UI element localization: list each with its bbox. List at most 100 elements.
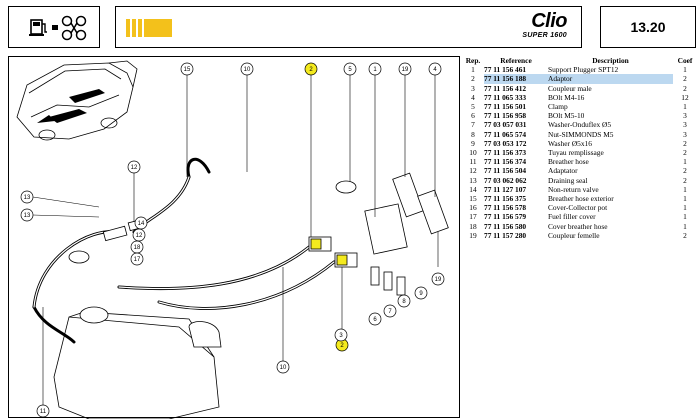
- logo-word: Clio: [531, 10, 567, 32]
- cell-reference: 77 11 156 579: [484, 212, 527, 222]
- parts-table: Rep. Reference Description Coef 1 77 11 1…: [462, 56, 698, 240]
- callout-12: 12: [132, 228, 146, 242]
- cell-description: Clamp: [548, 102, 568, 112]
- cell-description: Washer Ø5x16: [548, 138, 592, 148]
- cell-reference: 77 11 156 501: [484, 102, 527, 112]
- callout-label: 10: [280, 365, 287, 371]
- cell-reference: 77 11 156 188: [484, 74, 548, 84]
- callout-18: 18: [130, 240, 144, 254]
- cell-coef: 2: [683, 175, 687, 185]
- cell-coef: 3: [683, 111, 687, 121]
- callout-label: 4: [433, 67, 437, 73]
- callout-12: 12: [127, 160, 141, 174]
- cell-reference: 77 11 156 412: [484, 83, 527, 93]
- callout-1: 1: [368, 62, 382, 76]
- callout-13: 13: [20, 208, 34, 222]
- cell-reference: 77 11 156 958: [484, 111, 527, 121]
- cell-rep: 6: [471, 111, 475, 121]
- cell-coef: 2: [683, 83, 687, 93]
- page-number: 13.20: [600, 6, 696, 48]
- cell-reference: 77 03 062 062: [484, 175, 527, 185]
- table-header: Rep. Reference Description Coef: [462, 56, 698, 65]
- callout-19: 19: [431, 272, 445, 286]
- callout-label: 13: [24, 195, 31, 201]
- cell-rep: 8: [471, 129, 475, 139]
- cell-coef: 2: [683, 166, 687, 176]
- table-row[interactable]: 5 77 11 156 501 Clamp 1: [462, 102, 698, 111]
- cell-rep: 1: [471, 65, 475, 75]
- cell-coef: 12: [681, 92, 689, 102]
- callout-label: 11: [40, 409, 47, 415]
- cell-rep: 5: [471, 102, 475, 112]
- callout-label: 7: [388, 309, 392, 315]
- cell-reference: 77 11 156 461: [484, 65, 527, 75]
- callout-19: 19: [398, 62, 412, 76]
- callout-10: 10: [276, 360, 290, 374]
- cell-rep: 18: [469, 221, 477, 231]
- callout-label: 19: [435, 277, 442, 283]
- cell-coef: 1: [683, 157, 687, 167]
- cell-reference: 77 11 156 373: [484, 148, 527, 158]
- cell-coef: 3: [683, 129, 687, 139]
- header-description: Description: [592, 56, 629, 65]
- cell-coef: 1: [683, 212, 687, 222]
- hose-connector-icon: [61, 15, 87, 41]
- cell-coef: 1: [683, 184, 687, 194]
- callout-6: 6: [368, 312, 382, 326]
- cell-description: Breather hose: [548, 157, 589, 167]
- callout-label: 6: [373, 317, 377, 323]
- cell-coef: 1: [683, 102, 687, 112]
- callout-3: 3: [334, 328, 348, 342]
- header-reference: Reference: [500, 56, 532, 65]
- cell-description: BOlt M4-16: [548, 92, 585, 102]
- callout-13: 13: [20, 190, 34, 204]
- clio-logo: Clio SUPER 1600: [522, 11, 567, 40]
- callout-label: 12: [131, 165, 138, 171]
- fuel-pump-icon: [29, 15, 87, 41]
- fuel-tank: [53, 250, 222, 419]
- callout-7: 7: [383, 304, 397, 318]
- logo-subtitle: SUPER 1600: [522, 32, 567, 39]
- callout-10: 10: [240, 62, 254, 76]
- callout-label: 18: [134, 245, 141, 251]
- cell-rep: 11: [469, 157, 477, 167]
- cell-rep: 12: [469, 166, 477, 176]
- cell-rep: 15: [469, 194, 477, 204]
- cell-coef: 3: [683, 120, 687, 130]
- callout-label: 15: [184, 67, 191, 73]
- callout-17: 17: [130, 252, 144, 266]
- leader-lines: [32, 74, 439, 407]
- cell-reference: 77 11 065 574: [484, 129, 527, 139]
- cell-reference: 77 11 156 580: [484, 221, 527, 231]
- cell-reference: 77 11 156 375: [484, 194, 527, 204]
- cell-coef: 2: [683, 148, 687, 158]
- callout-2: 2: [304, 62, 318, 76]
- callout-8: 8: [397, 294, 411, 308]
- cell-description: Fuel filler cover: [548, 212, 596, 222]
- cell-reference: 77 11 065 333: [484, 92, 527, 102]
- callout-label: 3: [339, 333, 343, 339]
- cell-rep: 7: [471, 120, 475, 130]
- cell-description: Cover breather hose: [548, 221, 608, 231]
- callout-label: 19: [402, 67, 409, 73]
- cell-coef: 2: [683, 230, 687, 240]
